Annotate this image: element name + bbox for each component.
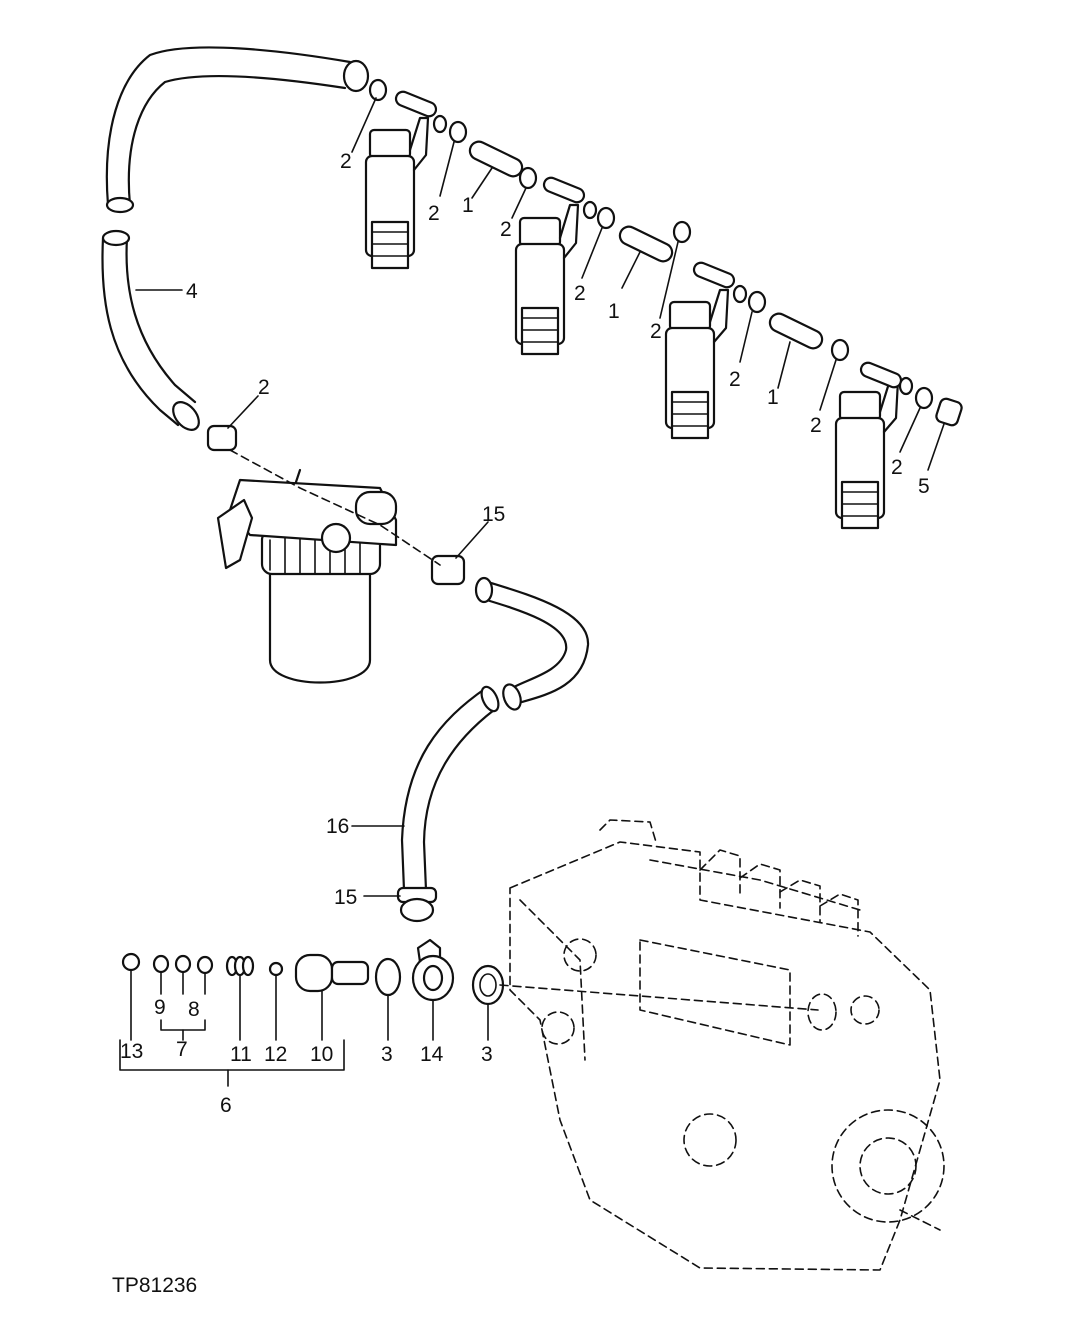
callout-1-b: 1: [608, 300, 620, 323]
leak-off-connectors: [394, 90, 903, 389]
fuel-return-hose: [101, 46, 370, 431]
injector-3: [664, 288, 730, 440]
overflow-valve-parts: [121, 938, 505, 1006]
callout-9: 9: [154, 996, 166, 1019]
injector-4: [834, 378, 900, 530]
injector-2: [514, 203, 580, 356]
callout-1-c: 1: [767, 386, 779, 409]
callout-brackets: [119, 1019, 345, 1087]
callout-10: 10: [310, 1043, 333, 1066]
callout-13: 13: [120, 1040, 143, 1063]
callout-2-g: 2: [810, 414, 822, 437]
callout-12: 12: [264, 1043, 287, 1066]
callout-2-d: 2: [574, 282, 586, 305]
callout-4: 4: [186, 280, 198, 303]
pump-alignment-line: [499, 984, 819, 1011]
callout-3-a: 3: [381, 1043, 393, 1066]
figure-reference: TP81236: [112, 1274, 197, 1297]
callout-7: 7: [176, 1038, 188, 1061]
callout-8: 8: [188, 998, 200, 1021]
callout-14: 14: [420, 1043, 444, 1066]
callout-6: 6: [220, 1094, 232, 1117]
injector-1: [364, 116, 430, 270]
callout-16: 16: [326, 815, 349, 838]
fuel-filter: [216, 468, 398, 684]
callout-1-a: 1: [462, 194, 474, 217]
callout-2-a: 2: [340, 150, 352, 173]
callout-2-b: 2: [428, 202, 440, 225]
leader-lines: [130, 97, 945, 1041]
leak-off-cap: [935, 397, 963, 427]
callout-11: 11: [230, 1043, 252, 1066]
callout-5: 5: [918, 475, 930, 498]
filter-alignment-line: [229, 449, 441, 566]
fuel-supply-hose: [396, 576, 590, 923]
callout-2-h: 2: [891, 456, 903, 479]
callout-2-f: 2: [729, 368, 741, 391]
callout-15-b: 15: [334, 886, 357, 909]
hose-clamps: [206, 78, 934, 586]
callout-2-c: 2: [500, 218, 512, 241]
callout-3-b: 3: [481, 1043, 493, 1066]
callout-2-i: 2: [258, 376, 270, 399]
callout-15-a: 15: [482, 503, 505, 526]
injection-pump-phantom: [509, 819, 945, 1271]
callout-2-e: 2: [650, 320, 662, 343]
